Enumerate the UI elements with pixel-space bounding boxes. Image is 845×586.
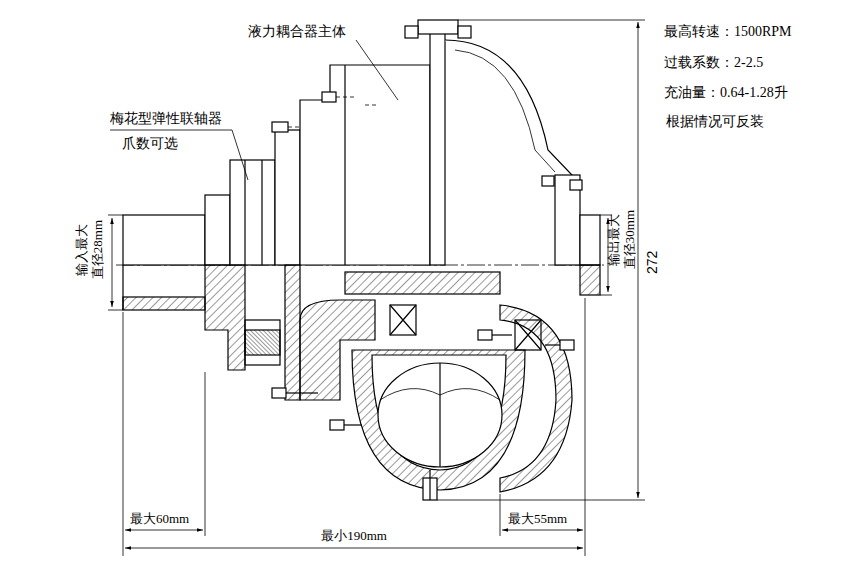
spec-note: 根据情况可反装 xyxy=(666,114,764,131)
dimension-text: 最小190mm xyxy=(321,528,387,544)
dimension-text: 输入最大 直径28mm xyxy=(74,217,105,283)
spec-note: 过载系数：2-2.5 xyxy=(664,55,763,72)
dimension-text: 272 xyxy=(644,247,661,277)
dimension-text: 最大60mm xyxy=(130,511,189,527)
part-label: 液力耦合器主体 xyxy=(248,24,346,41)
dimension-text: 最大55mm xyxy=(508,511,567,527)
dimension-text: 输出最大 直径30mm xyxy=(606,207,637,273)
spec-note: 最高转速：1500RPM xyxy=(664,24,792,41)
spec-note: 充油量：0.64-1.28升 xyxy=(664,85,788,102)
part-label: 爪数可选 xyxy=(122,136,178,153)
part-label: 梅花型弹性联轴器 xyxy=(110,111,222,128)
